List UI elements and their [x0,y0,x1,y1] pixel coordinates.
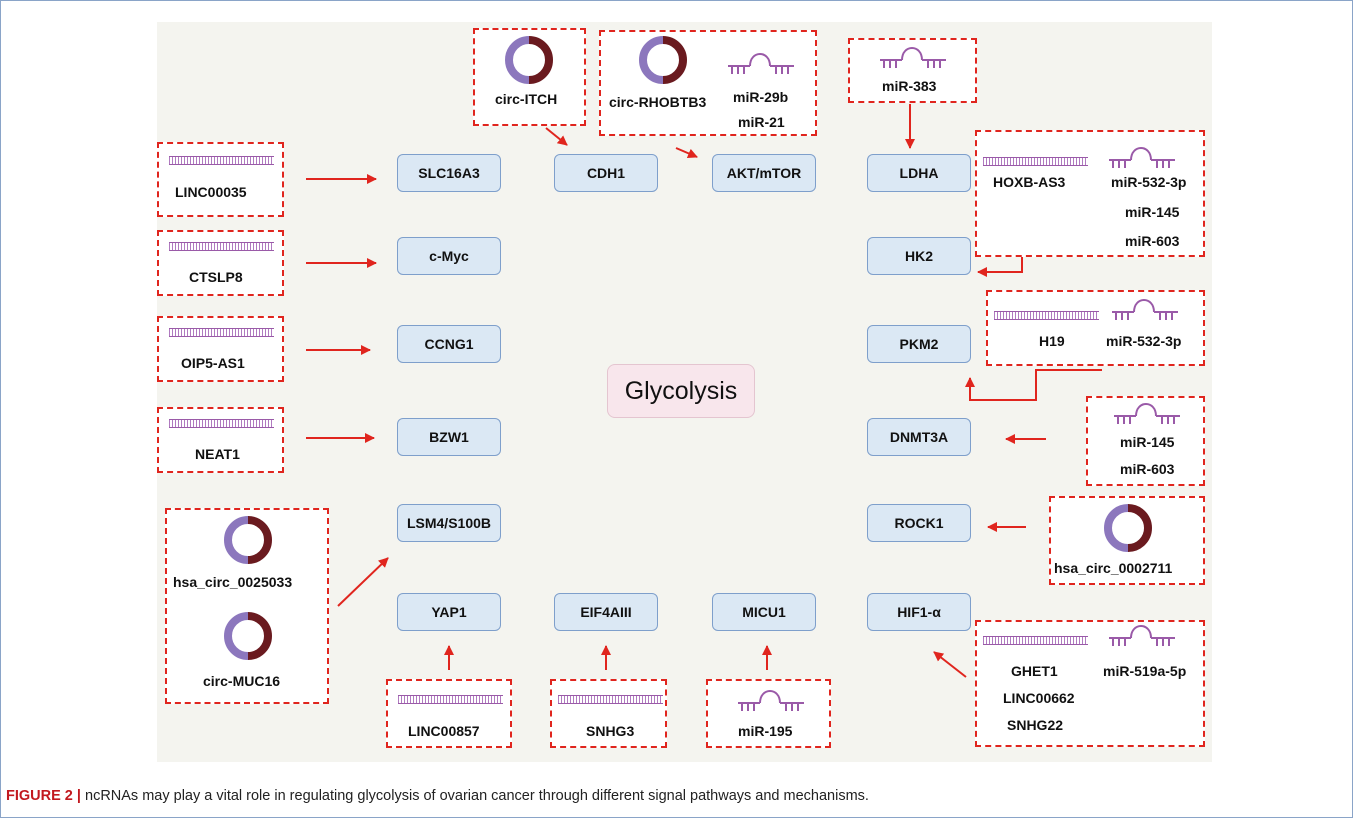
gene-pkm2: PKM2 [867,325,971,363]
gene-dnmt3a: DNMT3A [867,418,971,456]
circrna-ring-icon [1104,504,1152,552]
ncrna-box-linc00035: LINC00035 [157,142,284,217]
figure-caption: FIGURE 2 | ncRNAs may play a vital role … [6,788,869,804]
ncrna-label: miR-195 [738,723,793,739]
ncrna-label: miR-145 [1125,204,1180,220]
circrna-ring-icon [639,36,687,84]
gene-bzw1: BZW1 [397,418,501,456]
ncrna-box-mir-383: miR-383 [848,38,977,103]
ncrna-box-ctslp8: CTSLP8 [157,230,284,296]
arrow-h19-pkm2 [965,369,1102,401]
lncrna-bar-icon [558,695,663,704]
ncrna-label: miR-603 [1120,461,1175,477]
lncrna-bar-icon [983,157,1088,166]
gene-hif1a: HIF1-α [867,593,971,631]
mirna-hairpin-icon [738,690,804,711]
lncrna-bar-icon [983,636,1088,645]
mirna-hairpin-icon [728,53,794,74]
circrna-ring-icon [224,516,272,564]
ncrna-label: LINC00857 [408,723,480,739]
circrna-ring-icon [224,612,272,660]
ncrna-label: hsa_circ_0025033 [173,574,293,590]
mirna-hairpin-icon [1114,403,1180,424]
ncrna-label: circ-ITCH [495,91,558,107]
ncrna-label: miR-29b [733,89,789,105]
ncrna-label: miR-603 [1125,233,1180,249]
ncrna-label: miR-519a-5p [1103,663,1187,679]
gene-hk2: HK2 [867,237,971,275]
ncrna-label: GHET1 [1011,663,1058,679]
arrow-circitch-cdh1 [545,127,568,146]
lncrna-bar-icon [169,156,274,165]
ncrna-label: miR-383 [882,78,937,94]
ncrna-label: circ-MUC16 [203,673,281,689]
ncrna-label: LINC00662 [1003,690,1075,706]
ncrna-box-mir-145-603: miR-145 miR-603 [1086,396,1205,486]
ncrna-box-hsa-circ-0025033: hsa_circ_0025033 circ-MUC16 [165,508,329,704]
glycolysis-node: Glycolysis [607,364,755,418]
gene-cdh1: CDH1 [554,154,658,192]
lncrna-bar-icon [169,242,274,251]
ncrna-label: miR-532-3p [1111,174,1187,190]
gene-ldha: LDHA [867,154,971,192]
lncrna-bar-icon [398,695,503,704]
gene-micu1: MICU1 [712,593,816,631]
ncrna-box-h19: H19 miR-532-3p [986,290,1205,366]
ncrna-box-linc00857: LINC00857 [386,679,512,748]
lncrna-bar-icon [169,419,274,428]
ncrna-box-neat1: NEAT1 [157,407,284,473]
ncrna-box-snhg3: SNHG3 [550,679,667,748]
gene-rock1: ROCK1 [867,504,971,542]
arrow-hoxbas3-hk2 [977,257,1023,277]
lncrna-bar-icon [169,328,274,337]
gene-yap1: YAP1 [397,593,501,631]
arrow-ghet1-hif1a [933,651,967,678]
mirna-hairpin-icon [880,47,946,68]
gene-ccng1: CCNG1 [397,325,501,363]
ncrna-box-oip5-as1: OIP5-AS1 [157,316,284,382]
ncrna-label: LINC00035 [175,184,247,200]
ncrna-label: OIP5-AS1 [181,355,245,371]
ncrna-label: miR-532-3p [1106,333,1182,349]
ncrna-label: H19 [1039,333,1065,349]
ncrna-box-ghet1: GHET1 LINC00662 SNHG22 miR-519a-5p [975,620,1205,747]
ncrna-label: NEAT1 [195,446,240,462]
arrow-rhobtb3-akt [675,147,698,159]
gene-lsm4-s100b: LSM4/S100B [397,504,501,542]
caption-text: ncRNAs may play a vital role in regulati… [85,788,869,804]
mirna-hairpin-icon [1112,299,1178,320]
ncrna-box-circ-itch: circ-ITCH [473,28,586,126]
ncrna-label: CTSLP8 [189,269,243,285]
gene-akt-mtor: AKT/mTOR [712,154,816,192]
lncrna-bar-icon [994,311,1099,320]
mirna-hairpin-icon [1109,625,1175,646]
ncrna-label: SNHG3 [586,723,635,739]
circrna-ring-icon [505,36,553,84]
mirna-hairpin-icon [1109,147,1175,168]
gene-c-myc: c-Myc [397,237,501,275]
ncrna-label: SNHG22 [1007,717,1064,733]
ncrna-label: circ-RHOBTB3 [609,94,707,110]
arrow-circ-lsm4 [337,557,389,607]
ncrna-box-mir-195: miR-195 [706,679,831,748]
ncrna-label: HOXB-AS3 [993,174,1066,190]
ncrna-label: hsa_circ_0002711 [1054,560,1173,576]
caption-label: FIGURE 2 | [6,788,81,804]
ncrna-label: miR-21 [738,114,785,130]
gene-eif4aiii: EIF4AIII [554,593,658,631]
ncrna-box-hsa-circ-0002711: hsa_circ_0002711 [1049,496,1205,585]
gene-slc16a3: SLC16A3 [397,154,501,192]
ncrna-box-hoxb-as3: HOXB-AS3 miR-532-3p miR-145 miR-603 [975,130,1205,257]
ncrna-label: miR-145 [1120,434,1175,450]
ncrna-box-circ-rhobtb3: circ-RHOBTB3 miR-29b miR-21 [599,30,817,136]
